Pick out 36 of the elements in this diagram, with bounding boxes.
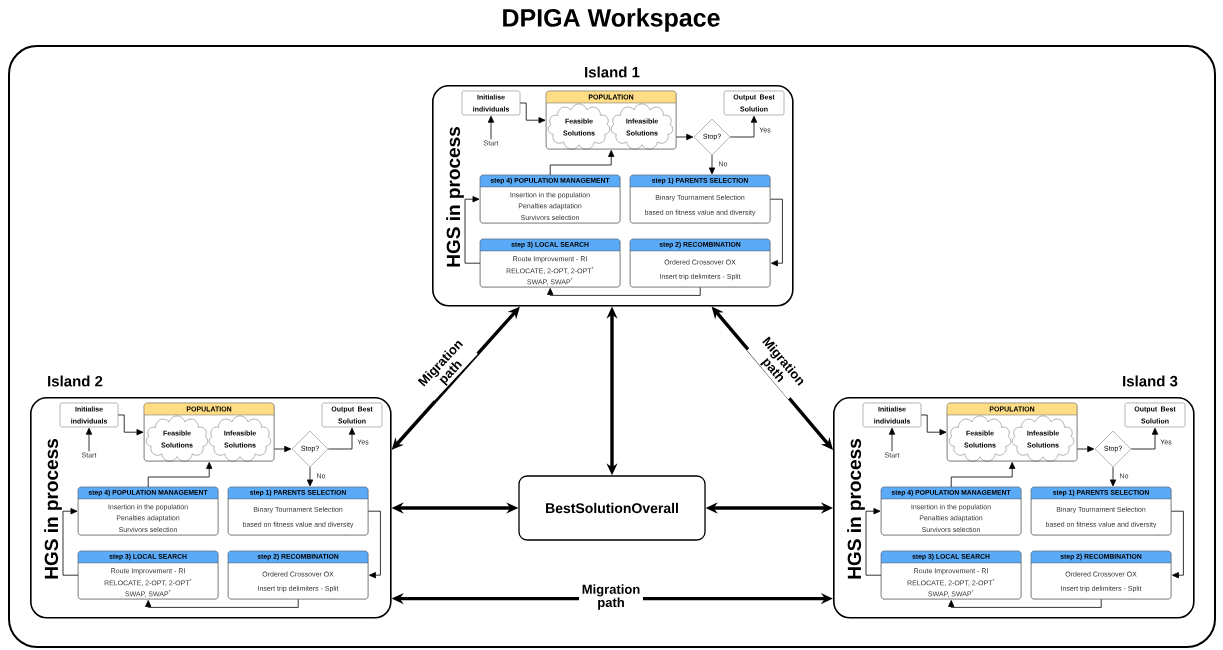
arrow bbox=[865, 508, 882, 576]
arrow bbox=[729, 115, 758, 138]
arrow bbox=[676, 133, 694, 141]
process-label: HGS in process bbox=[44, 439, 62, 579]
arrow bbox=[547, 287, 701, 296]
arrow bbox=[147, 462, 213, 488]
process-label: HGS in process bbox=[446, 127, 464, 267]
arrow bbox=[549, 150, 615, 176]
arrow bbox=[327, 427, 356, 450]
arrow bbox=[62, 508, 79, 576]
arrow bbox=[145, 599, 299, 608]
arrow bbox=[464, 196, 481, 264]
island-heading: Island 3 bbox=[1123, 375, 1178, 387]
arrow bbox=[1077, 445, 1095, 453]
arrow bbox=[274, 445, 292, 453]
island-heading: Island 2 bbox=[48, 375, 103, 387]
arrow bbox=[368, 510, 381, 579]
arrow bbox=[770, 198, 783, 267]
arrow bbox=[487, 115, 495, 140]
arrow bbox=[888, 427, 896, 452]
title: DPIGA Workspace bbox=[503, 8, 720, 32]
arrow bbox=[306, 466, 314, 487]
arrow bbox=[117, 414, 144, 436]
arrow bbox=[1130, 427, 1159, 450]
arrow bbox=[708, 154, 716, 175]
edge-label: Migration path bbox=[579, 583, 643, 611]
arrow bbox=[950, 462, 1016, 488]
result-box: BestSolutionOverall bbox=[518, 475, 706, 541]
arrow bbox=[1109, 466, 1117, 487]
arrow bbox=[85, 427, 93, 452]
arrow bbox=[1171, 510, 1184, 579]
process-label: HGS in process bbox=[847, 439, 865, 579]
arrow bbox=[948, 599, 1102, 608]
arrow bbox=[519, 102, 546, 124]
island-heading: Island 1 bbox=[585, 66, 640, 78]
arrow bbox=[920, 414, 947, 436]
